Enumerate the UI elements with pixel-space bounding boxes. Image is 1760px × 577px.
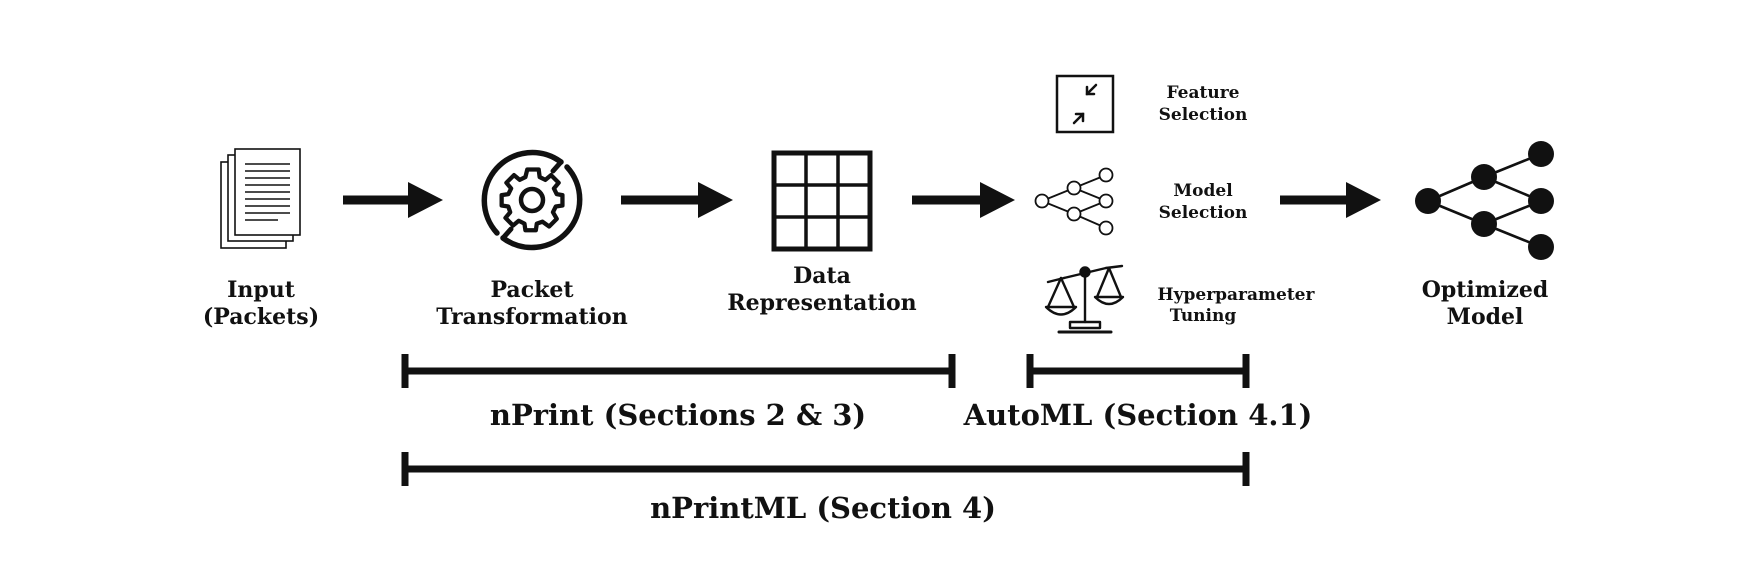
data-representation-label-line1: Data — [793, 263, 851, 289]
gear-cycle-icon — [481, 149, 583, 251]
automl-span-label: AutoML (Section 4.1) — [963, 398, 1313, 432]
balance-scale-icon — [1044, 264, 1125, 334]
model-selection-label-line1: Model — [1173, 181, 1233, 201]
input-label-line1: Input — [227, 277, 296, 303]
model-selection-label-line2: Selection — [1159, 203, 1248, 223]
feature-selection-label-line1: Feature — [1167, 83, 1240, 103]
arrow-right-icon — [912, 182, 1015, 218]
hyperparameter-tuning-label-line1: Hyperparameter — [1158, 285, 1316, 305]
feature-selection-label-line2: Selection — [1159, 105, 1248, 125]
nprint-span-bracket — [401, 354, 956, 388]
optimized-model-label-line1: Optimized — [1422, 277, 1549, 303]
input-label-line2: (Packets) — [203, 304, 319, 330]
nprintml-span-bracket — [401, 452, 1250, 486]
tree-network-icon — [1415, 141, 1554, 260]
packet-transformation-label-line1: Packet — [490, 277, 574, 303]
document-stack-icon — [220, 148, 301, 249]
arrow-right-icon — [1280, 182, 1381, 218]
nprint-span-label: nPrint (Sections 2 & 3) — [490, 398, 866, 432]
packet-transformation-label-line2: Transformation — [436, 304, 627, 330]
arrow-right-icon — [343, 182, 443, 218]
nprintml-span-label: nPrintML (Section 4) — [650, 491, 996, 525]
optimized-model-label-line2: Model — [1447, 304, 1524, 330]
automl-span-bracket — [1026, 354, 1250, 388]
arrow-right-icon — [621, 182, 733, 218]
network-graph-icon — [1034, 167, 1114, 236]
hyperparameter-tuning-label-line2: Tuning — [1170, 306, 1237, 326]
shrink-arrows-icon — [1055, 74, 1115, 134]
grid-table-icon — [771, 150, 873, 252]
data-representation-label-line2: Representation — [727, 290, 916, 316]
